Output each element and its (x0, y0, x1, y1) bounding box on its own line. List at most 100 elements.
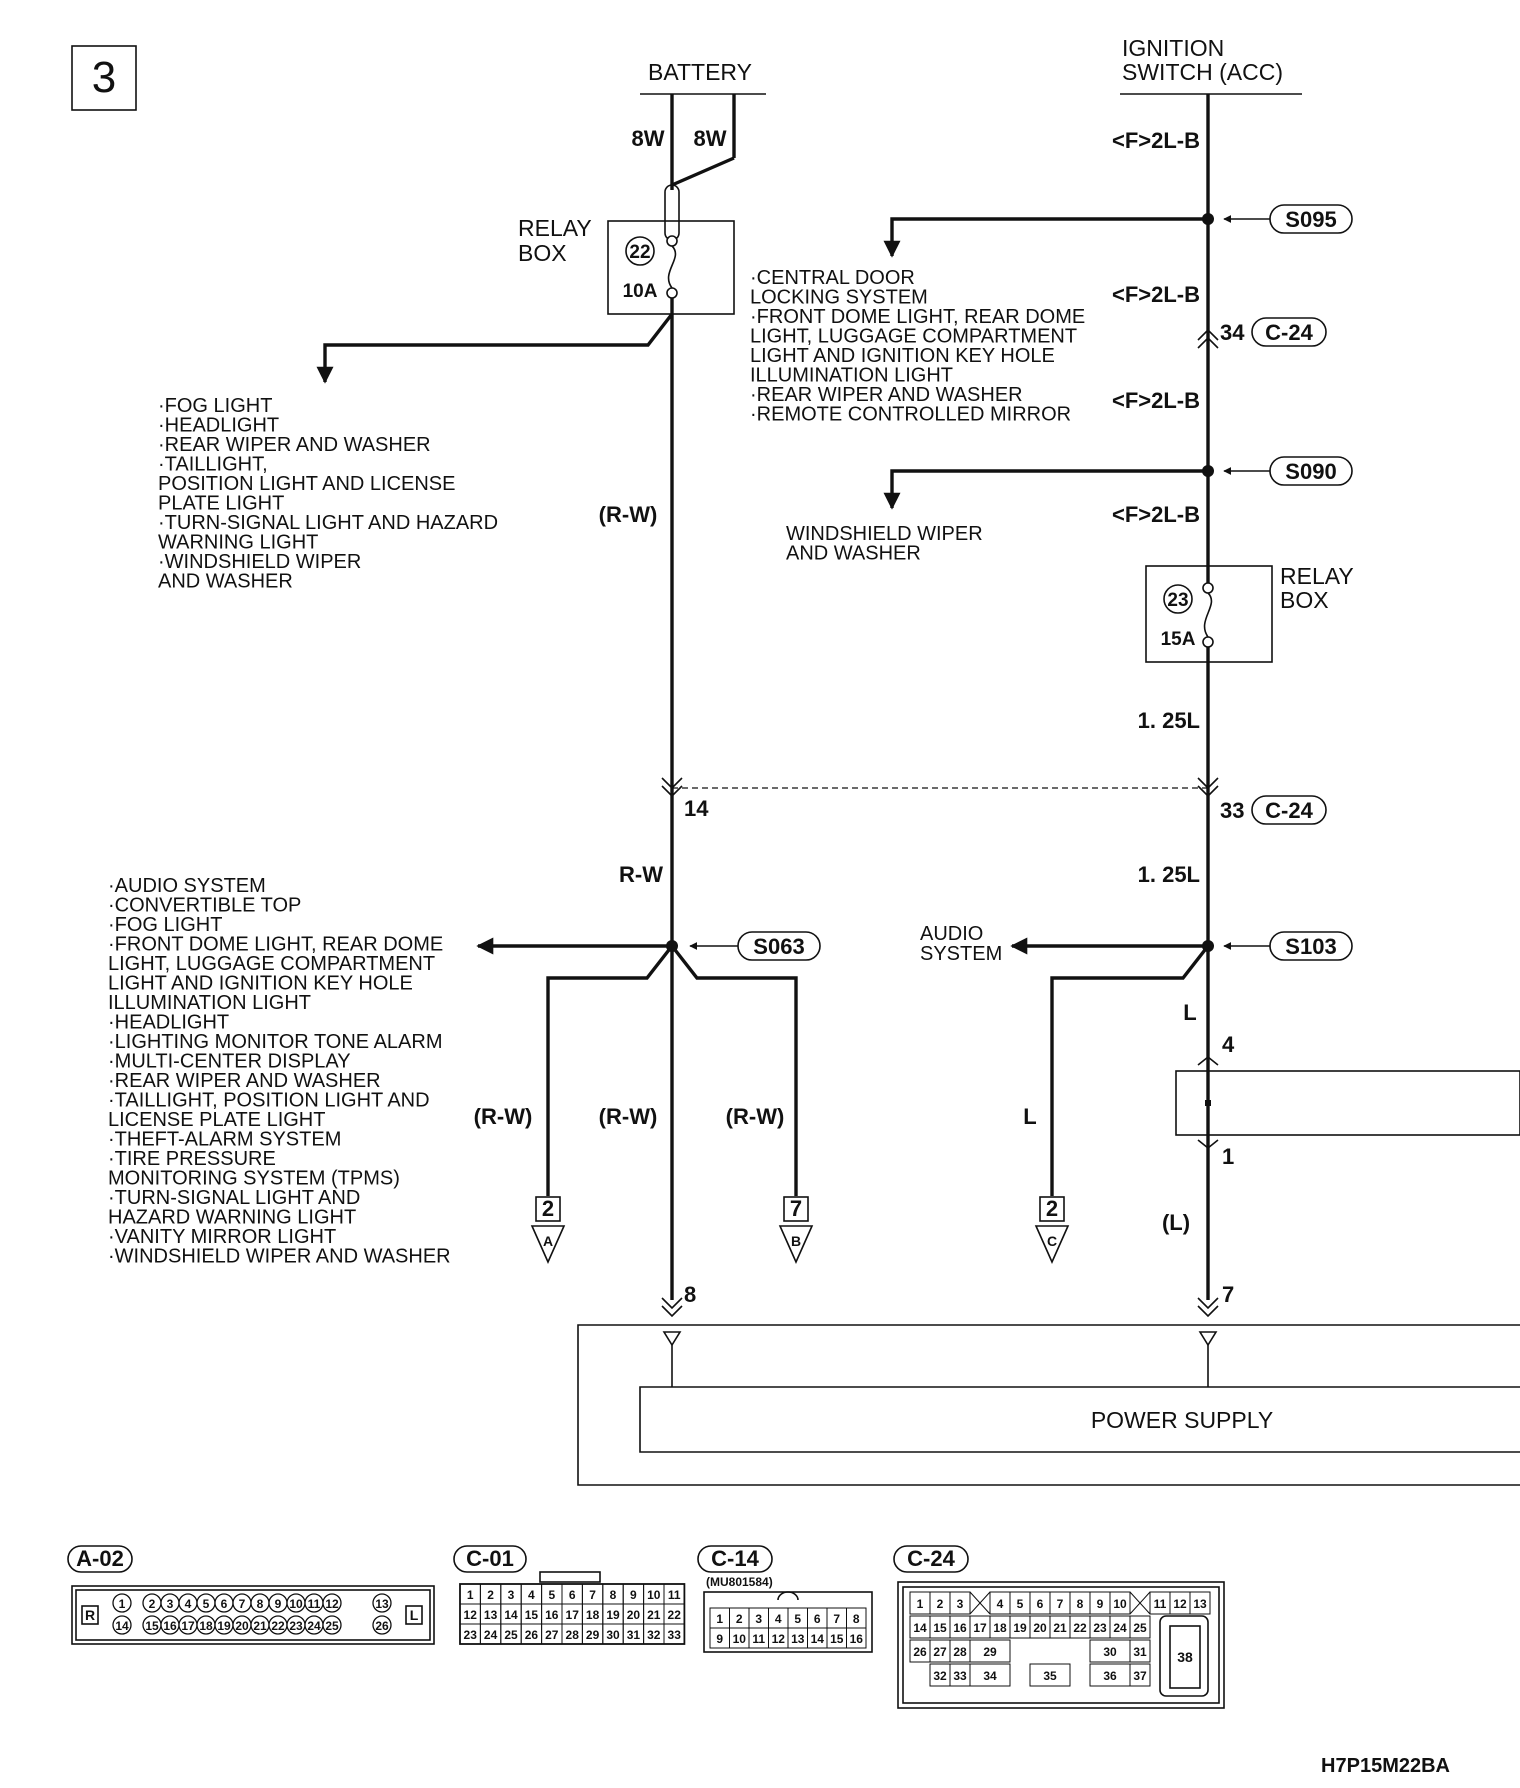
wire-label-ign-3: <F>2L-B (1112, 388, 1200, 413)
c14-pin: 3 (755, 1612, 762, 1626)
c01-pin: 19 (606, 1608, 620, 1622)
c01-pin: 14 (504, 1608, 518, 1622)
wire-label-left-rw: R-W (619, 862, 663, 887)
inline-component (1175, 1055, 1520, 1150)
connector-7-symbol (1197, 1297, 1219, 1318)
a02-pin: 16 (163, 1619, 177, 1633)
splice-s103: S103 AUDIO SYSTEM (920, 923, 1353, 965)
c01-pin: 21 (647, 1608, 661, 1622)
connector-c14-label: C-14 (711, 1546, 759, 1571)
wire-label-ign-top: <F>2L-B (1112, 128, 1200, 153)
a02-pin-ring (372, 1593, 392, 1613)
a02-pin: 14 (115, 1619, 129, 1633)
a02-pin: 24 (307, 1619, 321, 1633)
a02-pin: 9 (275, 1597, 282, 1611)
a02-pin: 15 (145, 1619, 159, 1633)
a02-pin: 1 (119, 1597, 126, 1611)
ignition-label-line1: IGNITION (1122, 35, 1224, 61)
c14-cell (846, 1627, 867, 1649)
a02-pin: 22 (271, 1619, 285, 1633)
fuse-22-rating: 10A (623, 281, 658, 302)
c24-blank-mark (969, 1591, 991, 1615)
c24-pin: 31 (1133, 1645, 1147, 1659)
a02-pin: 2 (149, 1597, 156, 1611)
connector-c01-label: C-01 (466, 1546, 514, 1571)
c24-pin: 22 (1073, 1621, 1087, 1635)
pin-1: 1 (1222, 1144, 1234, 1169)
wire-label-right-125a: 1. 25L (1138, 708, 1200, 733)
c24-pin: 8 (1077, 1597, 1084, 1611)
c14-pin: 8 (853, 1612, 860, 1626)
wire-label-branch-b: (R-W) (726, 1104, 785, 1129)
pin-14: 14 (684, 796, 709, 821)
c24-pin: 33 (953, 1669, 967, 1683)
connector-c14-part-no: (MU801584) (706, 1575, 773, 1589)
connector-a02-right-mark: L (410, 1607, 419, 1623)
c24-pin: 24 (1113, 1621, 1127, 1635)
connector-c24-pin-38: 38 (1177, 1649, 1193, 1665)
c24-pin: 3 (957, 1597, 964, 1611)
wire-label-ign-2: <F>2L-B (1112, 282, 1200, 307)
relay-box-right-line2: BOX (1280, 587, 1329, 613)
c24-pin: 5 (1017, 1597, 1024, 1611)
c01-cell (663, 1623, 685, 1645)
c24-pin: 16 (953, 1621, 967, 1635)
relay-box-right-line1: RELAY (1280, 563, 1354, 589)
c24-cell (1129, 1639, 1151, 1663)
a02-pin: 25 (325, 1619, 339, 1633)
battery-source: BATTERY 8W 8W (632, 59, 766, 190)
wire-label-branch-mid: (R-W) (599, 1104, 658, 1129)
s063-branch-list: ·AUDIO SYSTEM ·CONVERTIBLE TOP ·FOG LIGH… (108, 875, 451, 1268)
pin-8: 8 (684, 1282, 696, 1307)
c01-pin: 27 (545, 1628, 559, 1642)
s095-branch-list: ·CENTRAL DOOR LOCKING SYSTEM ·FRONT DOME… (750, 267, 1091, 426)
c24-cell (969, 1639, 1011, 1663)
c14-pin: 10 (733, 1632, 747, 1646)
a02-pin: 4 (185, 1597, 192, 1611)
a02-pin: 7 (239, 1597, 246, 1611)
pin-7: 7 (1222, 1282, 1234, 1307)
c01-pin: 30 (606, 1628, 620, 1642)
a02-pin: 6 (221, 1597, 228, 1611)
c24-pin: 18 (993, 1621, 1007, 1635)
c24-pin: 20 (1033, 1621, 1047, 1635)
c01-pin: 7 (589, 1588, 596, 1602)
pin-c24-34: 34 (1220, 320, 1245, 345)
c24-pin: 23 (1093, 1621, 1107, 1635)
c01-pin: 15 (525, 1608, 539, 1622)
c01-pin: 9 (630, 1588, 637, 1602)
wire-label-branch-c: L (1023, 1104, 1036, 1129)
connector-8-symbol (661, 1297, 683, 1318)
c24-pin: 28 (953, 1645, 967, 1659)
a02-pin-ring (322, 1615, 342, 1635)
ignition-label-line2: SWITCH (ACC) (1122, 59, 1283, 85)
relay-box-right: RELAY BOX 23 15A (1145, 563, 1354, 663)
c24-pin: 14 (913, 1621, 927, 1635)
c01-pin: 24 (484, 1628, 498, 1642)
c01-pin: 10 (647, 1588, 661, 1602)
a02-pin: 20 (235, 1619, 249, 1633)
c14-pin: 1 (716, 1612, 723, 1626)
branch-to-b: (R-W) 7 B (670, 944, 814, 1264)
a02-pin: 21 (253, 1619, 267, 1633)
c24-pin: 21 (1053, 1621, 1067, 1635)
connector-a02-left-mark: R (85, 1607, 95, 1623)
c24-pin: 6 (1037, 1597, 1044, 1611)
c24-pin: 27 (933, 1645, 947, 1659)
c24-pin: 32 (933, 1669, 947, 1683)
c01-pin: 8 (610, 1588, 617, 1602)
a02-pin: 18 (199, 1619, 213, 1633)
s103-branch-line1: AUDIO (920, 923, 983, 945)
a02-pin: 13 (375, 1597, 389, 1611)
relay-fuse-branch: ·FOG LIGHT ·HEADLIGHT ·REAR WIPER AND WA… (158, 312, 674, 593)
c14-pin: 4 (775, 1612, 782, 1626)
splice-s095: S095 (883, 204, 1353, 258)
c24-cell (1029, 1663, 1071, 1687)
c24-pin: 37 (1133, 1669, 1147, 1683)
ignition-source: IGNITION SWITCH (ACC) (1120, 35, 1302, 95)
c01-pin: 25 (504, 1628, 518, 1642)
